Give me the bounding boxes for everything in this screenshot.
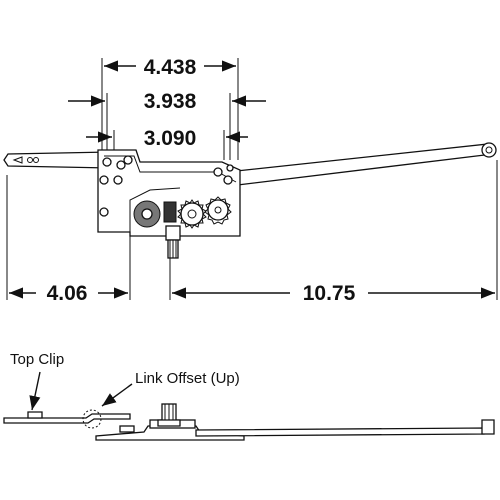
top-view: 4.438 3.938 3.090 <box>3 56 498 305</box>
dimension-label: 4.06 <box>47 282 88 305</box>
link-offset-label: Link Offset (Up) <box>135 370 240 387</box>
dimension-inner-width: 3.090 <box>86 127 248 150</box>
extension-lines <box>6 58 498 300</box>
side-view: Top Clip Link Offset (Up) <box>3 351 495 441</box>
dimension-label: 3.938 <box>144 90 197 113</box>
dimension-arm-length: 10.75 <box>172 282 495 305</box>
dimension-label: 10.75 <box>303 282 356 305</box>
top-clip-label: Top Clip <box>10 351 64 368</box>
short-link <box>3 151 111 169</box>
dimension-label: 4.438 <box>144 56 197 79</box>
dimension-left-offset: 4.06 <box>9 282 128 305</box>
operator-housing <box>97 149 241 259</box>
dimension-label: 3.090 <box>144 127 197 150</box>
dimension-mid-width: 3.938 <box>68 90 266 113</box>
dimension-overall-width: 4.438 <box>104 56 236 79</box>
